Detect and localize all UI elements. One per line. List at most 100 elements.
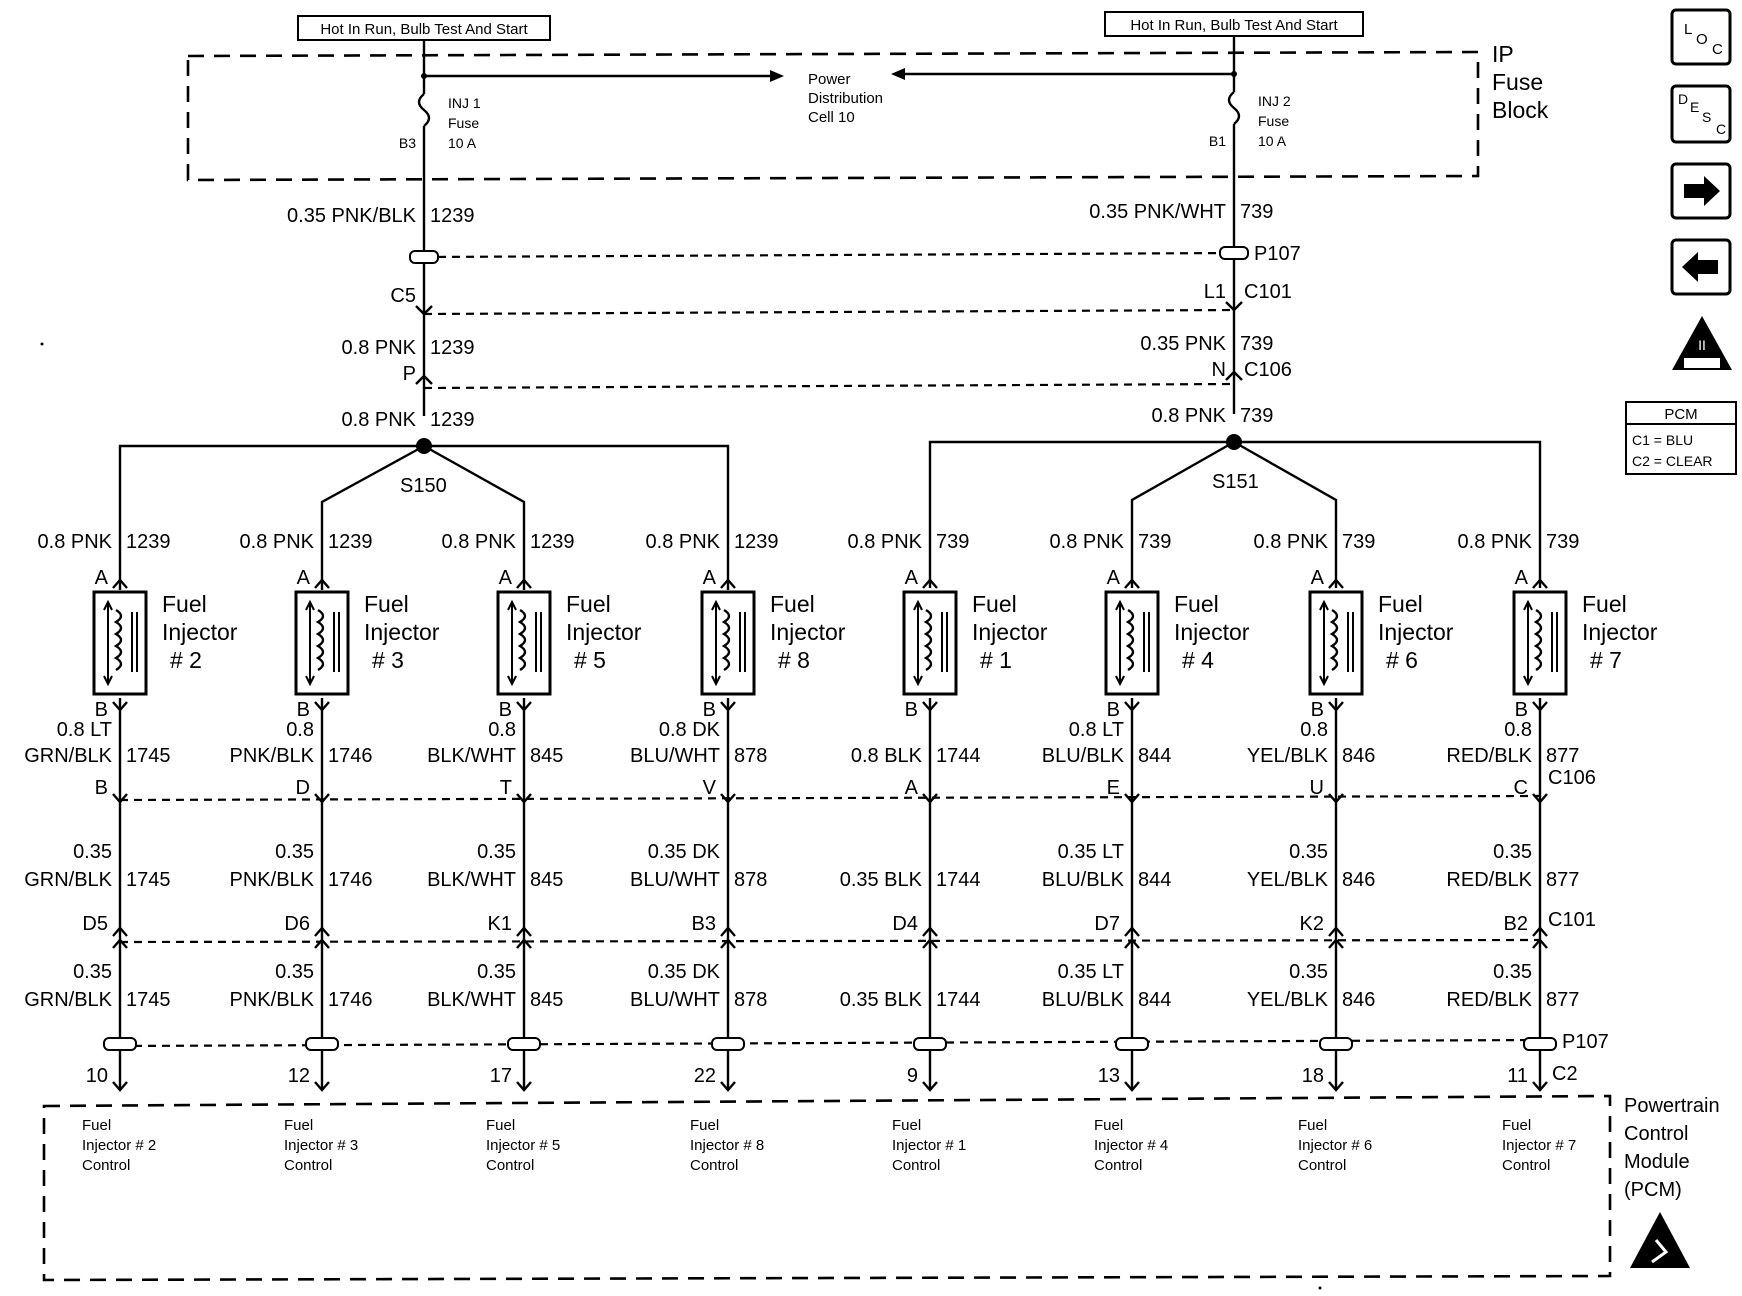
injector-title: # 3 (372, 647, 404, 673)
bus-right-labels: 0.35 PNK/WHT 739 P107 L1 C101 0.35 PNK 7… (1089, 201, 1300, 493)
wire-color-label: RED/BLK (1446, 989, 1532, 1011)
svg-text:739: 739 (1240, 201, 1273, 223)
coil-icon (113, 608, 123, 672)
pcm-label: Powertrain Control Module (PCM) (1624, 1095, 1720, 1201)
pin-label: A (1515, 567, 1529, 589)
svg-text:0.35 PNK/BLK: 0.35 PNK/BLK (287, 205, 417, 227)
wire-color-label: BLU/WHT (630, 869, 720, 891)
power-distribution-label: Power Distribution Cell 10 (808, 71, 883, 126)
description-button[interactable]: D E S C (1670, 84, 1732, 144)
pin-label: A (1311, 567, 1325, 589)
circuit-label: 845 (530, 989, 563, 1011)
svg-text:Block: Block (1492, 97, 1549, 123)
injector-title: Injector (1174, 619, 1250, 645)
connector-pin-icon (720, 701, 736, 712)
connector-p107 (913, 1037, 947, 1051)
injector-title: Injector (972, 619, 1048, 645)
injector-column (496, 578, 552, 1092)
wire-color-label: BLU/BLK (1042, 989, 1125, 1011)
circuit-label: 878 (734, 869, 767, 891)
pin-label: B (703, 699, 716, 721)
injector-title: Fuel (1582, 591, 1627, 617)
pin-label: A (905, 777, 919, 799)
connector-pin-icon (1532, 926, 1548, 949)
connector-pin-icon (516, 793, 532, 804)
svg-text:C5: C5 (390, 285, 416, 307)
injector-column (902, 578, 958, 1092)
connector-pin-icon (516, 701, 532, 712)
previous-page-button[interactable] (1670, 238, 1732, 296)
injector-title: Injector (566, 619, 642, 645)
pin-label: U (1310, 777, 1324, 799)
bus-left-labels: 0.35 PNK/BLK 1239 C5 0.8 PNK 1239 P 0.8 … (287, 205, 474, 497)
pin-label: B (297, 699, 310, 721)
location-button[interactable]: L O C (1670, 8, 1732, 66)
wire-color-label: 0.35 (73, 961, 112, 983)
connector-pin-icon (314, 793, 330, 804)
connector-pin-icon (112, 701, 128, 712)
wire-color-label: 0.35 LT (1058, 961, 1124, 983)
fuse-left-label: INJ 1 Fuse 10 A B3 (399, 95, 481, 151)
connector-p107 (711, 1037, 745, 1051)
circuit-label: 844 (1138, 989, 1171, 1011)
obd-ii-button[interactable]: II (1672, 316, 1732, 370)
connector-pin-icon (1532, 578, 1548, 589)
wire-color-label: 0.35 (1289, 841, 1328, 863)
next-page-button[interactable] (1670, 162, 1732, 220)
pin-label: D4 (892, 913, 918, 935)
svg-text:0.35 PNK/WHT: 0.35 PNK/WHT (1089, 201, 1226, 223)
connector-pin-icon (720, 1081, 736, 1092)
svg-text:INJ 2: INJ 2 (1258, 93, 1291, 109)
circuit-label: 878 (734, 989, 767, 1011)
connector-pin-icon (415, 305, 433, 385)
feed-circuit-label: 739 (936, 531, 969, 553)
pin-label: K1 (488, 913, 512, 935)
wire-color-label: 0.8 (488, 719, 516, 741)
connector-pin-icon (720, 578, 736, 589)
wire-color-label: BLU/WHT (630, 989, 720, 1011)
svg-text:739: 739 (1240, 405, 1273, 427)
connector-pin-icon (1532, 1081, 1548, 1092)
wire-color-label: GRN/BLK (24, 869, 112, 891)
pin-label: A (95, 567, 109, 589)
connector-pin-icon (1124, 701, 1140, 712)
injector-title: # 6 (1386, 647, 1418, 673)
svg-text:N: N (1212, 359, 1226, 381)
feed-circuit-label: 1239 (328, 531, 373, 553)
pcm-input-label: Fuel (284, 1117, 313, 1134)
arrow-right-icon (770, 70, 784, 82)
pcm-input-label: Control (1094, 1157, 1142, 1174)
svg-text:10 A: 10 A (1258, 133, 1287, 149)
pin-label: C (1514, 777, 1528, 799)
pin-label: B (95, 777, 108, 799)
svg-text:0.8 PNK: 0.8 PNK (342, 337, 417, 359)
wire-color-label: 0.35 (1289, 961, 1328, 983)
wire-color-label: 0.35 BLK (840, 869, 923, 891)
injector-title: # 2 (170, 647, 202, 673)
wire-color-label: 0.35 DK (648, 961, 721, 983)
svg-text:Fuse: Fuse (448, 115, 479, 131)
circuit-label: 846 (1342, 989, 1375, 1011)
connector-pin-icon (922, 578, 938, 589)
pcm-pin-label: 12 (288, 1065, 310, 1087)
svg-text:Fuse: Fuse (1492, 69, 1543, 95)
fuel-injector (902, 590, 958, 696)
pin-label: A (297, 567, 311, 589)
svg-text:S150: S150 (400, 475, 447, 497)
wire-color-label: BLK/WHT (427, 745, 516, 767)
wire-color-label: 0.35 (1493, 961, 1532, 983)
wire-color-label: 0.8 (286, 719, 314, 741)
fuel-injector (1308, 590, 1364, 696)
wire-color-label: 0.35 (477, 961, 516, 983)
connector-pin-icon (1328, 701, 1344, 712)
svg-text:S151: S151 (1212, 471, 1259, 493)
injector-title: # 7 (1590, 647, 1622, 673)
connector-pin-icon (112, 793, 128, 804)
svg-text:1239: 1239 (430, 409, 475, 431)
connector-p107 (305, 1037, 339, 1051)
connector-pin-icon (112, 1081, 128, 1092)
connector-pin-icon (720, 926, 736, 949)
pcm-input-label: Injector # 1 (892, 1137, 966, 1154)
source-label-right: Hot In Run, Bulb Test And Start (1104, 11, 1364, 37)
svg-text:Module: Module (1624, 1151, 1690, 1173)
